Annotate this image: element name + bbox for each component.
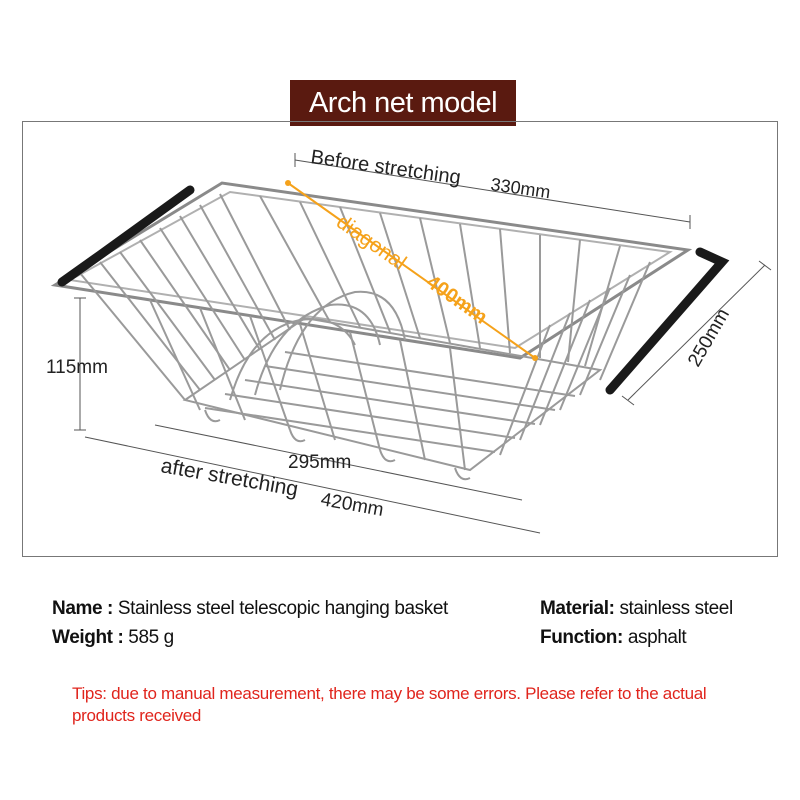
diagonal-label: diagonal: [332, 210, 410, 274]
spec-material: Material: stainless steel: [540, 598, 733, 620]
spec-function-value: asphalt: [627, 627, 687, 648]
after-stretch-dimension-line: [84, 436, 541, 534]
page-title: Arch net model: [290, 80, 516, 126]
spec-name-value: Stainless steel telescopic hanging baske…: [117, 598, 448, 619]
before-stretch-label: Before stretching: [309, 146, 462, 189]
diagonal-line: [287, 182, 536, 359]
spec-material-label: Material:: [540, 598, 615, 619]
spec-function-label: Function:: [540, 627, 623, 648]
before-stretch-dimension-line: [294, 159, 691, 223]
after-stretch-label: after stretching: [159, 454, 300, 501]
spec-material-value: stainless steel: [619, 598, 733, 619]
base-label: 295mm: [288, 452, 351, 473]
tips-note: Tips: due to manual measurement, there m…: [72, 684, 707, 725]
spec-weight-value: 585 g: [128, 627, 174, 648]
height-label: 115mm: [46, 357, 108, 378]
illustration-frame: [22, 121, 778, 557]
right-handle: [605, 247, 730, 395]
diagonal-value: 400mm: [422, 271, 491, 329]
spec-weight-label: Weight :: [52, 627, 124, 648]
basket-wires: [50, 181, 693, 481]
base-dimension-line: [154, 424, 523, 501]
spec-name: Name : Stainless steel telescopic hangin…: [52, 598, 448, 620]
depth-dimension-line: [627, 264, 766, 401]
spec-function: Function: asphalt: [540, 627, 687, 649]
spec-name-label: Name :: [52, 598, 113, 619]
left-handle: [57, 185, 195, 287]
before-stretch-value: 330mm: [489, 174, 551, 202]
after-stretch-value: 420mm: [319, 489, 385, 521]
spec-weight: Weight : 585 g: [52, 627, 174, 649]
